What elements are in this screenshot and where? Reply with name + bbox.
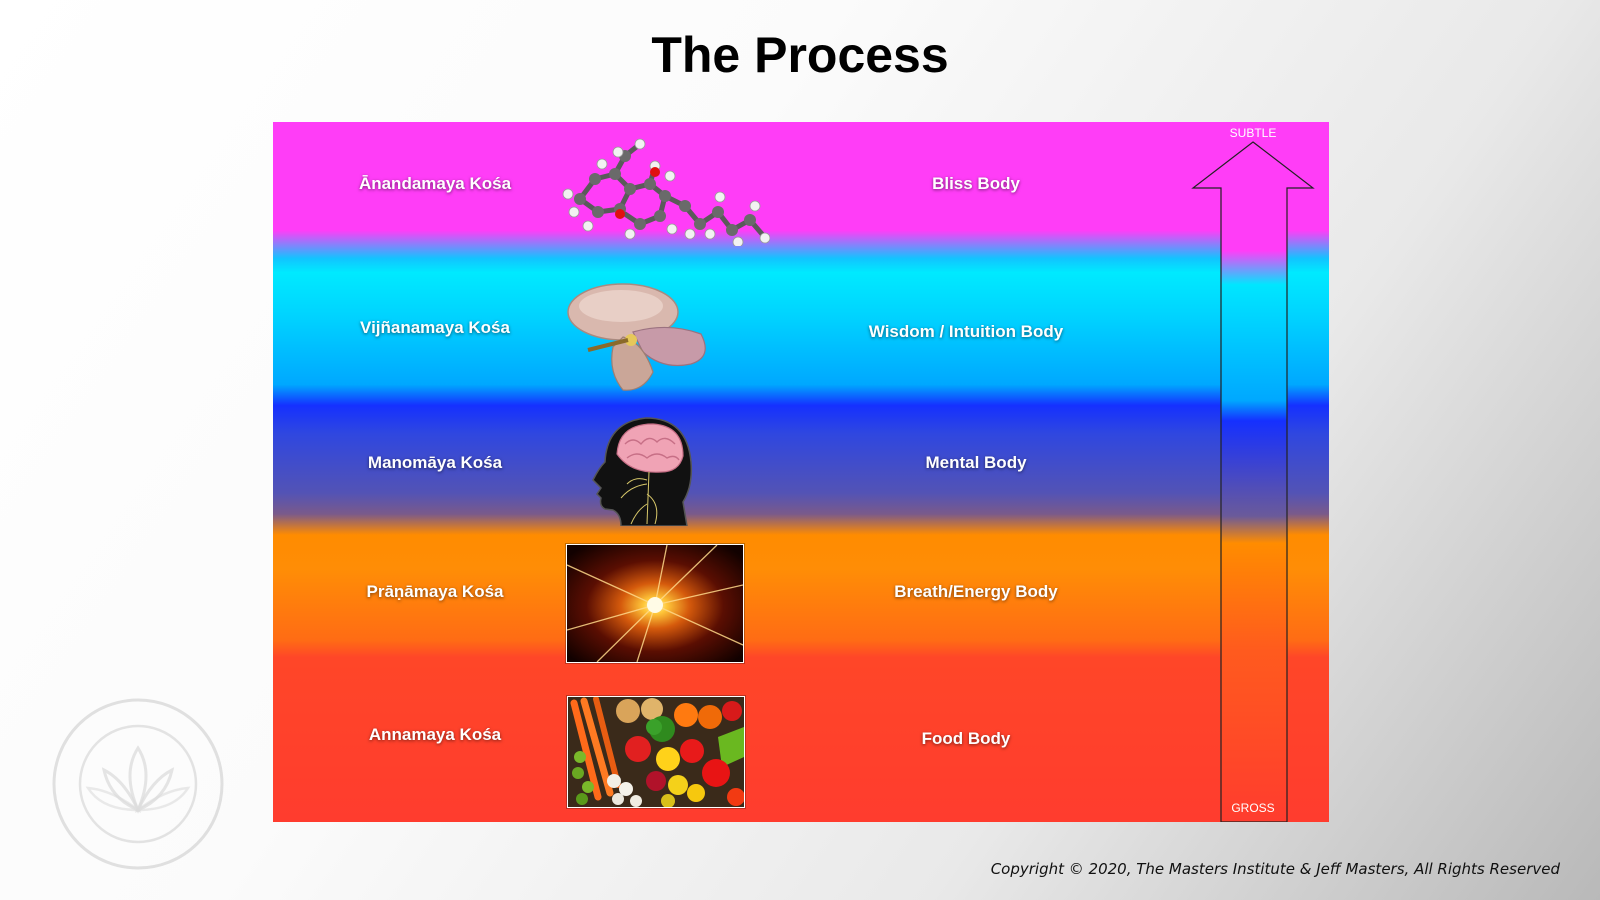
arrow-label-gross: GROSS <box>1231 801 1275 815</box>
body-label-wisdom: Wisdom / Intuition Body <box>868 322 1064 341</box>
kosha-layers-panel: Ānandamaya Kośa Bliss Body <box>273 122 1329 822</box>
lotus-logo-icon <box>52 698 224 870</box>
vegetables-image <box>567 696 745 808</box>
body-label-food: Food Body <box>921 729 1011 748</box>
slide-title: The Process <box>651 27 949 83</box>
kosa-label-annamaya: Annamaya Kośa <box>368 725 502 744</box>
arrow-label-subtle: SUBTLE <box>1229 126 1277 140</box>
light-burst-image <box>566 544 744 663</box>
up-arrow-icon <box>1191 141 1315 822</box>
kosa-label-pranamaya: Prāṇāmaya Kośa <box>366 582 504 601</box>
head-brain-image <box>592 417 693 526</box>
body-label-mental: Mental Body <box>925 453 1027 472</box>
copyright-notice: Copyright © 2020, The Masters Institute … <box>990 860 1560 878</box>
molecule-image <box>562 138 770 246</box>
kosa-label-vijnanamaya: Vijñanamaya Kośa <box>360 318 510 337</box>
brain-3d-image <box>567 283 706 391</box>
kosa-label-anandamaya: Ānandamaya Kośa <box>358 174 512 193</box>
body-label-bliss: Bliss Body <box>932 174 1020 193</box>
body-label-breath-energy: Breath/Energy Body <box>894 582 1058 601</box>
kosa-label-manomaya: Manomāya Kośa <box>367 453 503 472</box>
